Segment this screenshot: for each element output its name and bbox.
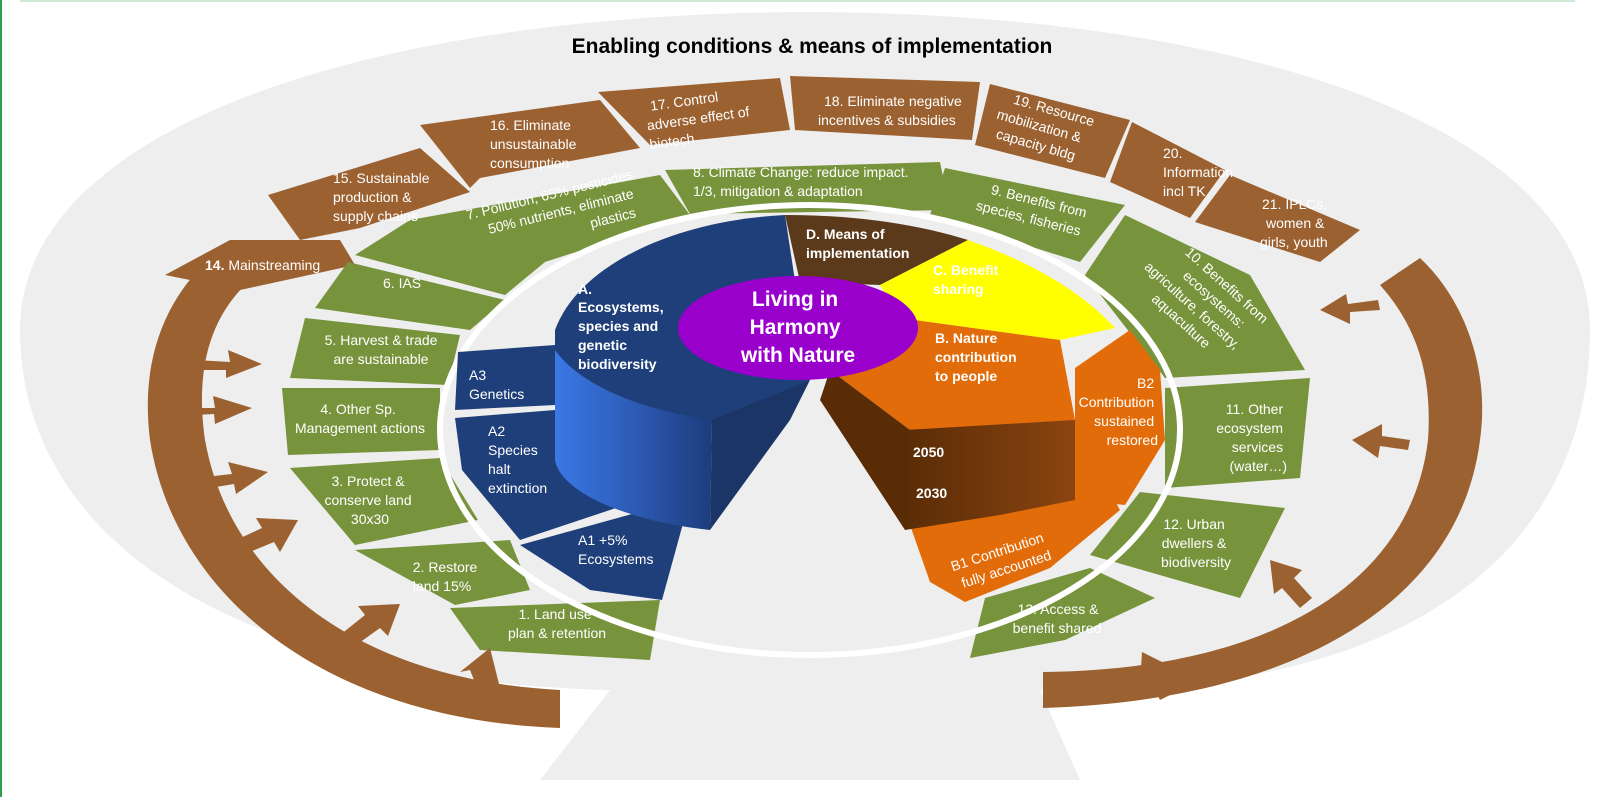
goal-b-side	[820, 370, 910, 530]
target-4-shape	[282, 388, 440, 455]
target-6-label: 6. IAS	[383, 275, 421, 291]
target-14-label: 14. Mainstreaming	[205, 257, 320, 273]
inner-white-ring	[437, 202, 1183, 658]
outer-arc-left	[147, 258, 560, 728]
target-15-shape	[268, 148, 470, 240]
goal-d-shape	[785, 215, 968, 285]
target-11-label: 11. Other ecosystem services (water…)	[1216, 401, 1287, 474]
target-7-shape	[355, 175, 690, 295]
target-4-label: 4. Other Sp. Management actions	[295, 401, 425, 436]
a3-shape	[455, 345, 555, 410]
target-11-shape	[1165, 378, 1310, 488]
outer-arc-right	[1043, 258, 1483, 708]
target-21-shape	[1195, 175, 1360, 262]
goal-a-label: A. Ecosystems, species and genetic biodi…	[578, 281, 668, 372]
goal-b-label: B. Nature contribution to people	[935, 330, 1021, 384]
a2-shape	[455, 410, 640, 540]
target-1-shape	[450, 600, 660, 660]
a2-label: A2 Species halt extinction	[488, 423, 547, 496]
target-17-shape	[598, 78, 790, 145]
right-arrows	[1140, 294, 1410, 700]
diagram-title: Enabling conditions & means of implement…	[572, 35, 1053, 58]
arrow-right-4	[1320, 294, 1380, 324]
target-19-shape	[975, 84, 1130, 178]
target-10-shape	[1085, 215, 1305, 378]
center-title: Living in Harmony with Nature	[740, 288, 855, 367]
target-15-label: 15. Sustainable production & supply chai…	[333, 170, 433, 224]
target-18-shape	[790, 76, 980, 140]
target-12-label: 12. Urban dwellers & biodiversity	[1161, 516, 1231, 570]
target-16-label: 16. Eliminate unsustainable consumption	[490, 117, 580, 171]
target-20-label: 20. Information incl TK	[1163, 145, 1237, 199]
left-arrows	[178, 350, 500, 698]
goal-c-shape	[880, 240, 1115, 340]
target-9-shape	[930, 168, 1125, 262]
b2-shape	[1075, 330, 1165, 505]
target-16-shape	[420, 100, 640, 188]
target-2-shape	[355, 540, 530, 605]
goal-a-face	[710, 380, 810, 530]
target-18-label: 18. Eliminate negative incentives & subs…	[818, 93, 966, 128]
arrow-right-2	[1270, 560, 1312, 608]
arrow-left-2	[340, 604, 400, 648]
target-6-shape	[315, 262, 505, 330]
target-5-label: 5. Harvest & trade are sustainable	[325, 332, 442, 367]
target-2-label: 2. Restore land 15%	[413, 559, 481, 594]
target-21-label: 21. IPLCs, women & girls, youth	[1260, 196, 1331, 250]
arrow-left-1	[460, 648, 500, 698]
milestone-2050: 2050	[913, 444, 944, 460]
target-3-shape	[290, 458, 478, 545]
target-1-label: 1. Land use plan & retention	[508, 606, 606, 641]
target-20-shape	[1110, 122, 1225, 218]
milestone-2030: 2030	[916, 485, 947, 501]
a1-shape	[520, 498, 690, 600]
target-3-label: 3. Protect & conserve land 30x30	[324, 473, 415, 527]
arrow-right-3	[1352, 424, 1410, 458]
b2-label: B2 Contribution sustained restored	[1079, 375, 1158, 448]
target-5-shape	[290, 318, 460, 385]
target-14-shape	[165, 240, 355, 290]
target-8-label: 8. Climate Change: reduce impact. 1/3, m…	[693, 164, 912, 199]
target-19-label: 19. Resource mobilization & capacity bld…	[990, 88, 1100, 167]
arrow-left-4	[196, 462, 268, 494]
goal-b-front	[905, 420, 1075, 530]
a1-label: A1 +5% Ecosystems	[578, 532, 653, 567]
center-ellipse	[678, 276, 918, 380]
goal-a-side	[555, 350, 712, 530]
arrow-left-5	[178, 396, 252, 424]
target-12-shape	[1090, 492, 1285, 598]
target-13-label: 13. Access & benefit shared	[1013, 601, 1103, 636]
goal-d-label: D. Means of implementation	[806, 226, 909, 261]
target-13-shape	[970, 568, 1155, 658]
arrow-right-1	[1140, 652, 1172, 700]
a3-label: A3 Genetics	[469, 367, 524, 402]
target-8-shape	[665, 162, 950, 214]
arrow-left-3	[232, 518, 298, 556]
goal-c-label: C. Benefit sharing	[933, 262, 1002, 297]
arrow-left-6	[193, 350, 262, 378]
